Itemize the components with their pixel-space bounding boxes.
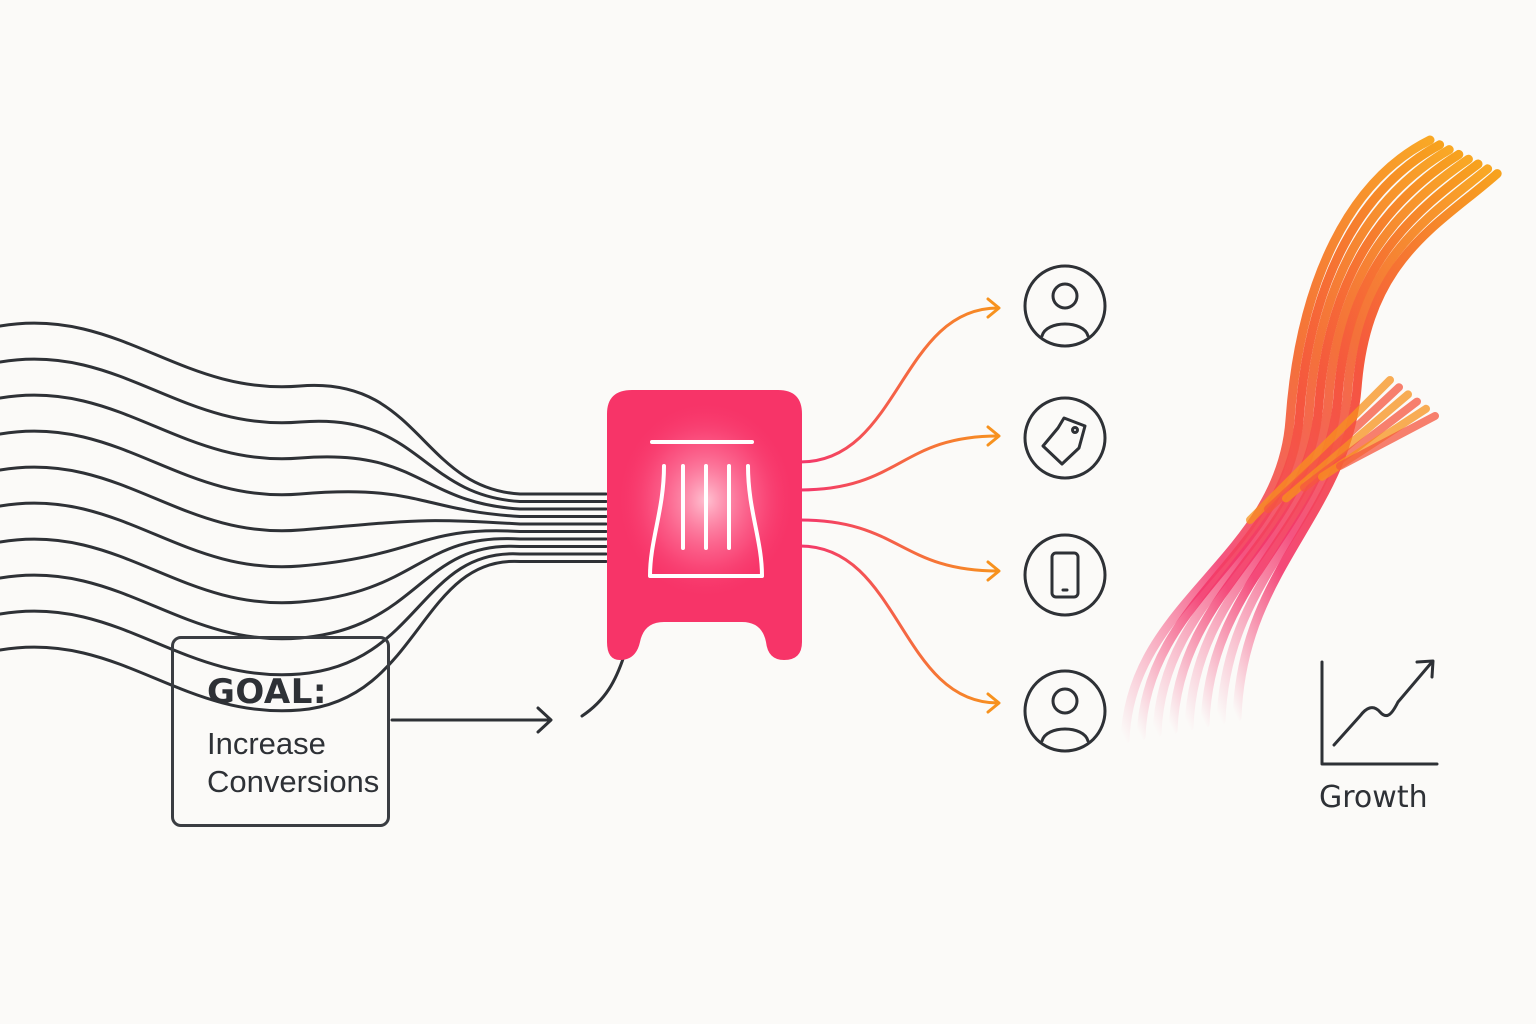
connector-to-user-2 <box>798 544 1000 705</box>
arrowhead-tag <box>986 425 1001 447</box>
input-stream-line <box>0 429 608 518</box>
goal-connector-curve <box>580 654 626 718</box>
arrowhead-phone <box>986 560 1001 582</box>
goal-heading: GOAL: <box>207 672 327 712</box>
connector-to-tag <box>798 434 1000 492</box>
input-stream-line <box>0 393 608 511</box>
output-connectors <box>798 297 1001 714</box>
input-stream-line <box>0 321 608 496</box>
goal-text-line-1: Increase <box>207 726 326 761</box>
growth-ribbon-cross-strand <box>1246 376 1394 524</box>
input-stream-line <box>0 357 608 503</box>
arrowhead-user-2 <box>986 692 1001 714</box>
input-stream-line <box>0 559 608 713</box>
goal-text-line-2: Conversions <box>207 764 380 799</box>
tag-icon <box>1023 396 1107 480</box>
growth-chart-icon <box>1320 659 1439 766</box>
growth-ribbon-strand <box>1200 159 1483 729</box>
mobile-phone-icon <box>1023 533 1107 617</box>
input-stream-line <box>0 552 608 677</box>
growth-ribbon-strand <box>1232 169 1502 723</box>
input-stream-line <box>0 501 608 569</box>
growth-ribbon-strand <box>1136 140 1445 742</box>
growth-ribbon-cross-strand <box>1264 383 1403 514</box>
user-icon <box>1023 264 1107 348</box>
column-icon <box>648 440 764 578</box>
input-stream-line <box>0 537 608 605</box>
growth-ribbon-strand <box>1120 135 1435 745</box>
growth-ribbon-strand <box>1216 164 1493 726</box>
output-nodes <box>1023 264 1107 753</box>
growth-ribbon-strand <box>1184 154 1473 732</box>
connector-to-phone <box>798 518 1000 573</box>
growth-ribbon <box>1120 135 1502 745</box>
goal-card <box>171 636 390 827</box>
goal-arrow <box>390 706 553 734</box>
growth-label: Growth <box>1319 780 1428 815</box>
central-hub <box>607 390 802 660</box>
input-streams <box>0 321 608 713</box>
input-stream-line <box>0 465 608 533</box>
user-icon <box>1023 669 1107 753</box>
growth-ribbon-strand <box>1152 145 1454 739</box>
growth-ribbon-cross-strand <box>1336 412 1439 470</box>
arrowhead-user-1 <box>986 297 1001 319</box>
growth-ribbon-strand <box>1168 149 1464 735</box>
connector-to-user-1 <box>798 306 1000 464</box>
